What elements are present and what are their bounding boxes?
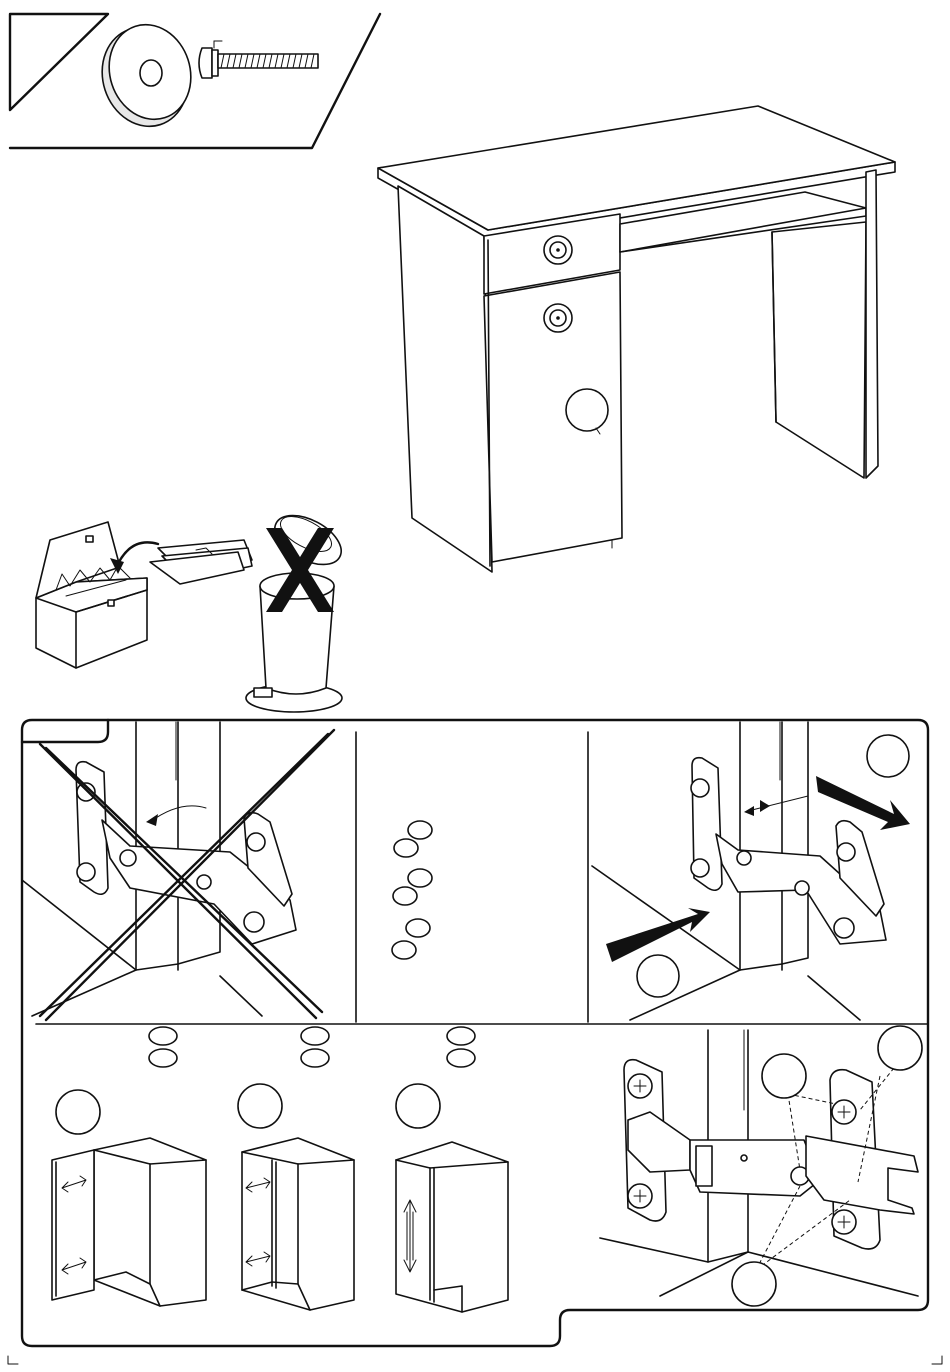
crop-marks	[8, 1356, 942, 1364]
knob-callout	[544, 304, 572, 332]
trash-bin-icon	[246, 505, 349, 712]
door-example-3	[396, 1027, 508, 1312]
door-examples	[52, 1027, 508, 1312]
triangle-corner-icon	[10, 14, 108, 110]
part-callout	[637, 955, 679, 997]
screw-icon	[199, 41, 318, 78]
adjustment-sequence-panel	[392, 821, 432, 959]
door-example-2	[238, 1027, 354, 1310]
part-callout	[867, 735, 909, 777]
hinge-closeup-panel	[600, 1026, 922, 1306]
knob-callout	[544, 236, 572, 264]
recycling-notice	[36, 505, 349, 712]
part-callout	[732, 1262, 776, 1306]
fitting-legend	[10, 14, 380, 148]
step-bubble	[392, 941, 416, 959]
washer-icon	[90, 14, 203, 138]
part-callout	[762, 1054, 806, 1098]
door-example-1	[52, 1027, 206, 1306]
step-bubble	[393, 887, 417, 905]
desk-left-side	[398, 186, 492, 572]
file-box-icon	[36, 522, 147, 668]
part-callout	[878, 1026, 922, 1070]
desk-illustration	[378, 106, 895, 572]
step-bubble	[406, 919, 430, 937]
step-bubble	[408, 869, 432, 887]
step-bubble	[394, 839, 418, 857]
documents-icon	[110, 540, 252, 584]
desk-right-leg	[772, 222, 866, 478]
incorrect-hinge-panel	[22, 722, 334, 1020]
correct-hinge-panel	[592, 722, 910, 1020]
step-bubble	[408, 821, 432, 839]
